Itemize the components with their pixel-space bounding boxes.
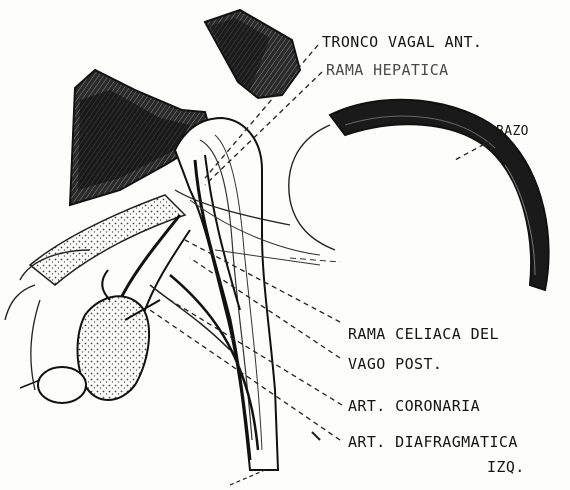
vessel-cut-end <box>38 367 86 403</box>
label-art-coronaria: ART. CORONARIA <box>348 397 480 415</box>
label-rama-celiaca: RAMA CELIACA DEL <box>348 325 499 343</box>
label-rama-hepatica: RAMA HEPATICA <box>326 61 449 79</box>
label-vago-post: VAGO POST. <box>348 355 442 373</box>
label-izq: IZQ. <box>487 458 525 476</box>
stomach-curve <box>289 125 335 250</box>
label-tronco-vagal-ant: TRONCO VAGAL ANT. <box>322 33 482 51</box>
label-art-diafragmatica: ART. DIAFRAGMATICA <box>348 433 518 451</box>
label-bazo: BAZO <box>496 124 529 139</box>
